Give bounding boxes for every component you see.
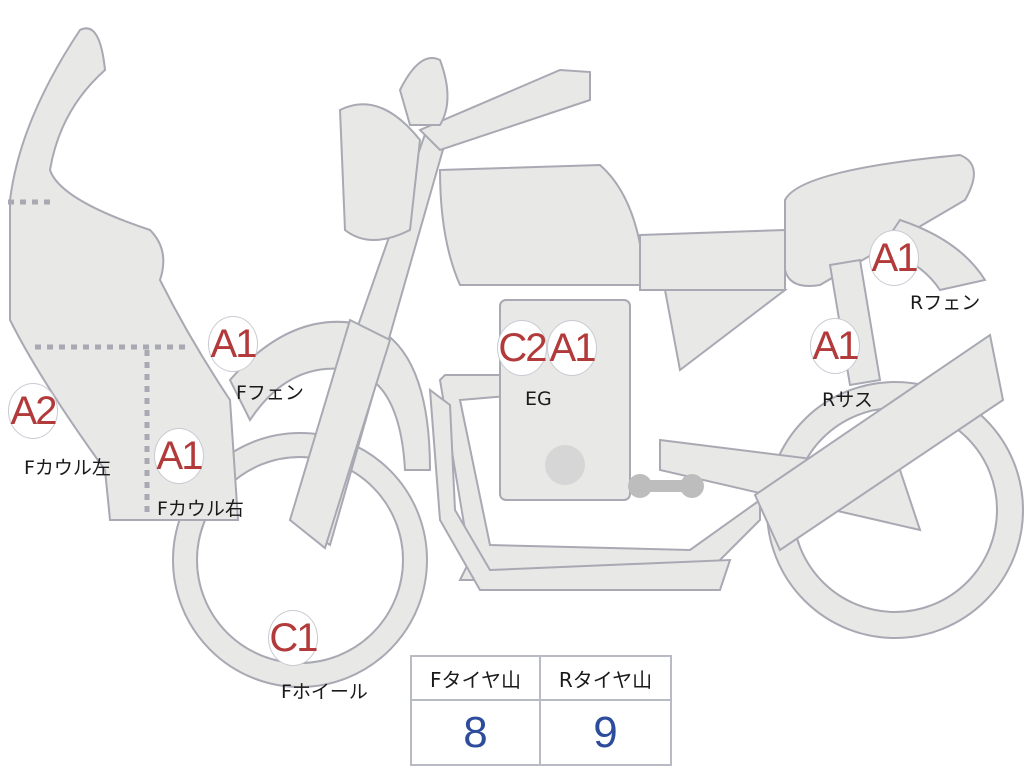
grade-badge-engine-2: A1 [547,320,597,376]
fuel-tank [438,163,647,286]
grade-badge-f-fender: A1 [208,316,258,372]
label-f-fender: Fフェン [236,382,304,404]
tire-tread-table: Fタイヤ山 Rタイヤ山 8 9 [410,655,672,766]
frame-lower [428,387,732,591]
muffler [753,333,1005,552]
handlebar [418,68,591,152]
fork-lower [288,318,392,550]
side-cover [639,228,786,291]
front-cowl [9,27,240,521]
front-wheel-inner [174,434,426,686]
grade-badge-engine-1: C2 [497,320,548,376]
side-panel [663,289,788,372]
grade-badge-r-suspension: A1 [810,318,860,374]
grade-badge-r-fender: A1 [869,230,919,286]
headlight [338,103,422,241]
label-engine: EG [525,388,552,410]
grade-badge-f-wheel: C1 [268,610,319,666]
mirror [398,57,449,126]
seat [784,153,975,287]
grade-badge-f-cowl-right: A1 [154,428,204,484]
label-r-fender: Rフェン [910,292,981,314]
engine-cover [545,445,585,485]
value-rear-tire: 9 [593,707,618,757]
label-f-cowl-left: Fカウル左 [24,457,111,479]
header-front-tire: Fタイヤ山 [412,657,541,701]
label-f-cowl-right: Fカウル右 [157,498,244,520]
header-rear-tire: Rタイヤ山 [541,657,670,701]
label-f-wheel: Fホイール [281,681,368,703]
label-r-suspension: Rサス [822,389,873,411]
grade-badge-f-cowl-left: A2 [8,383,58,439]
value-front-tire: 8 [412,701,541,764]
